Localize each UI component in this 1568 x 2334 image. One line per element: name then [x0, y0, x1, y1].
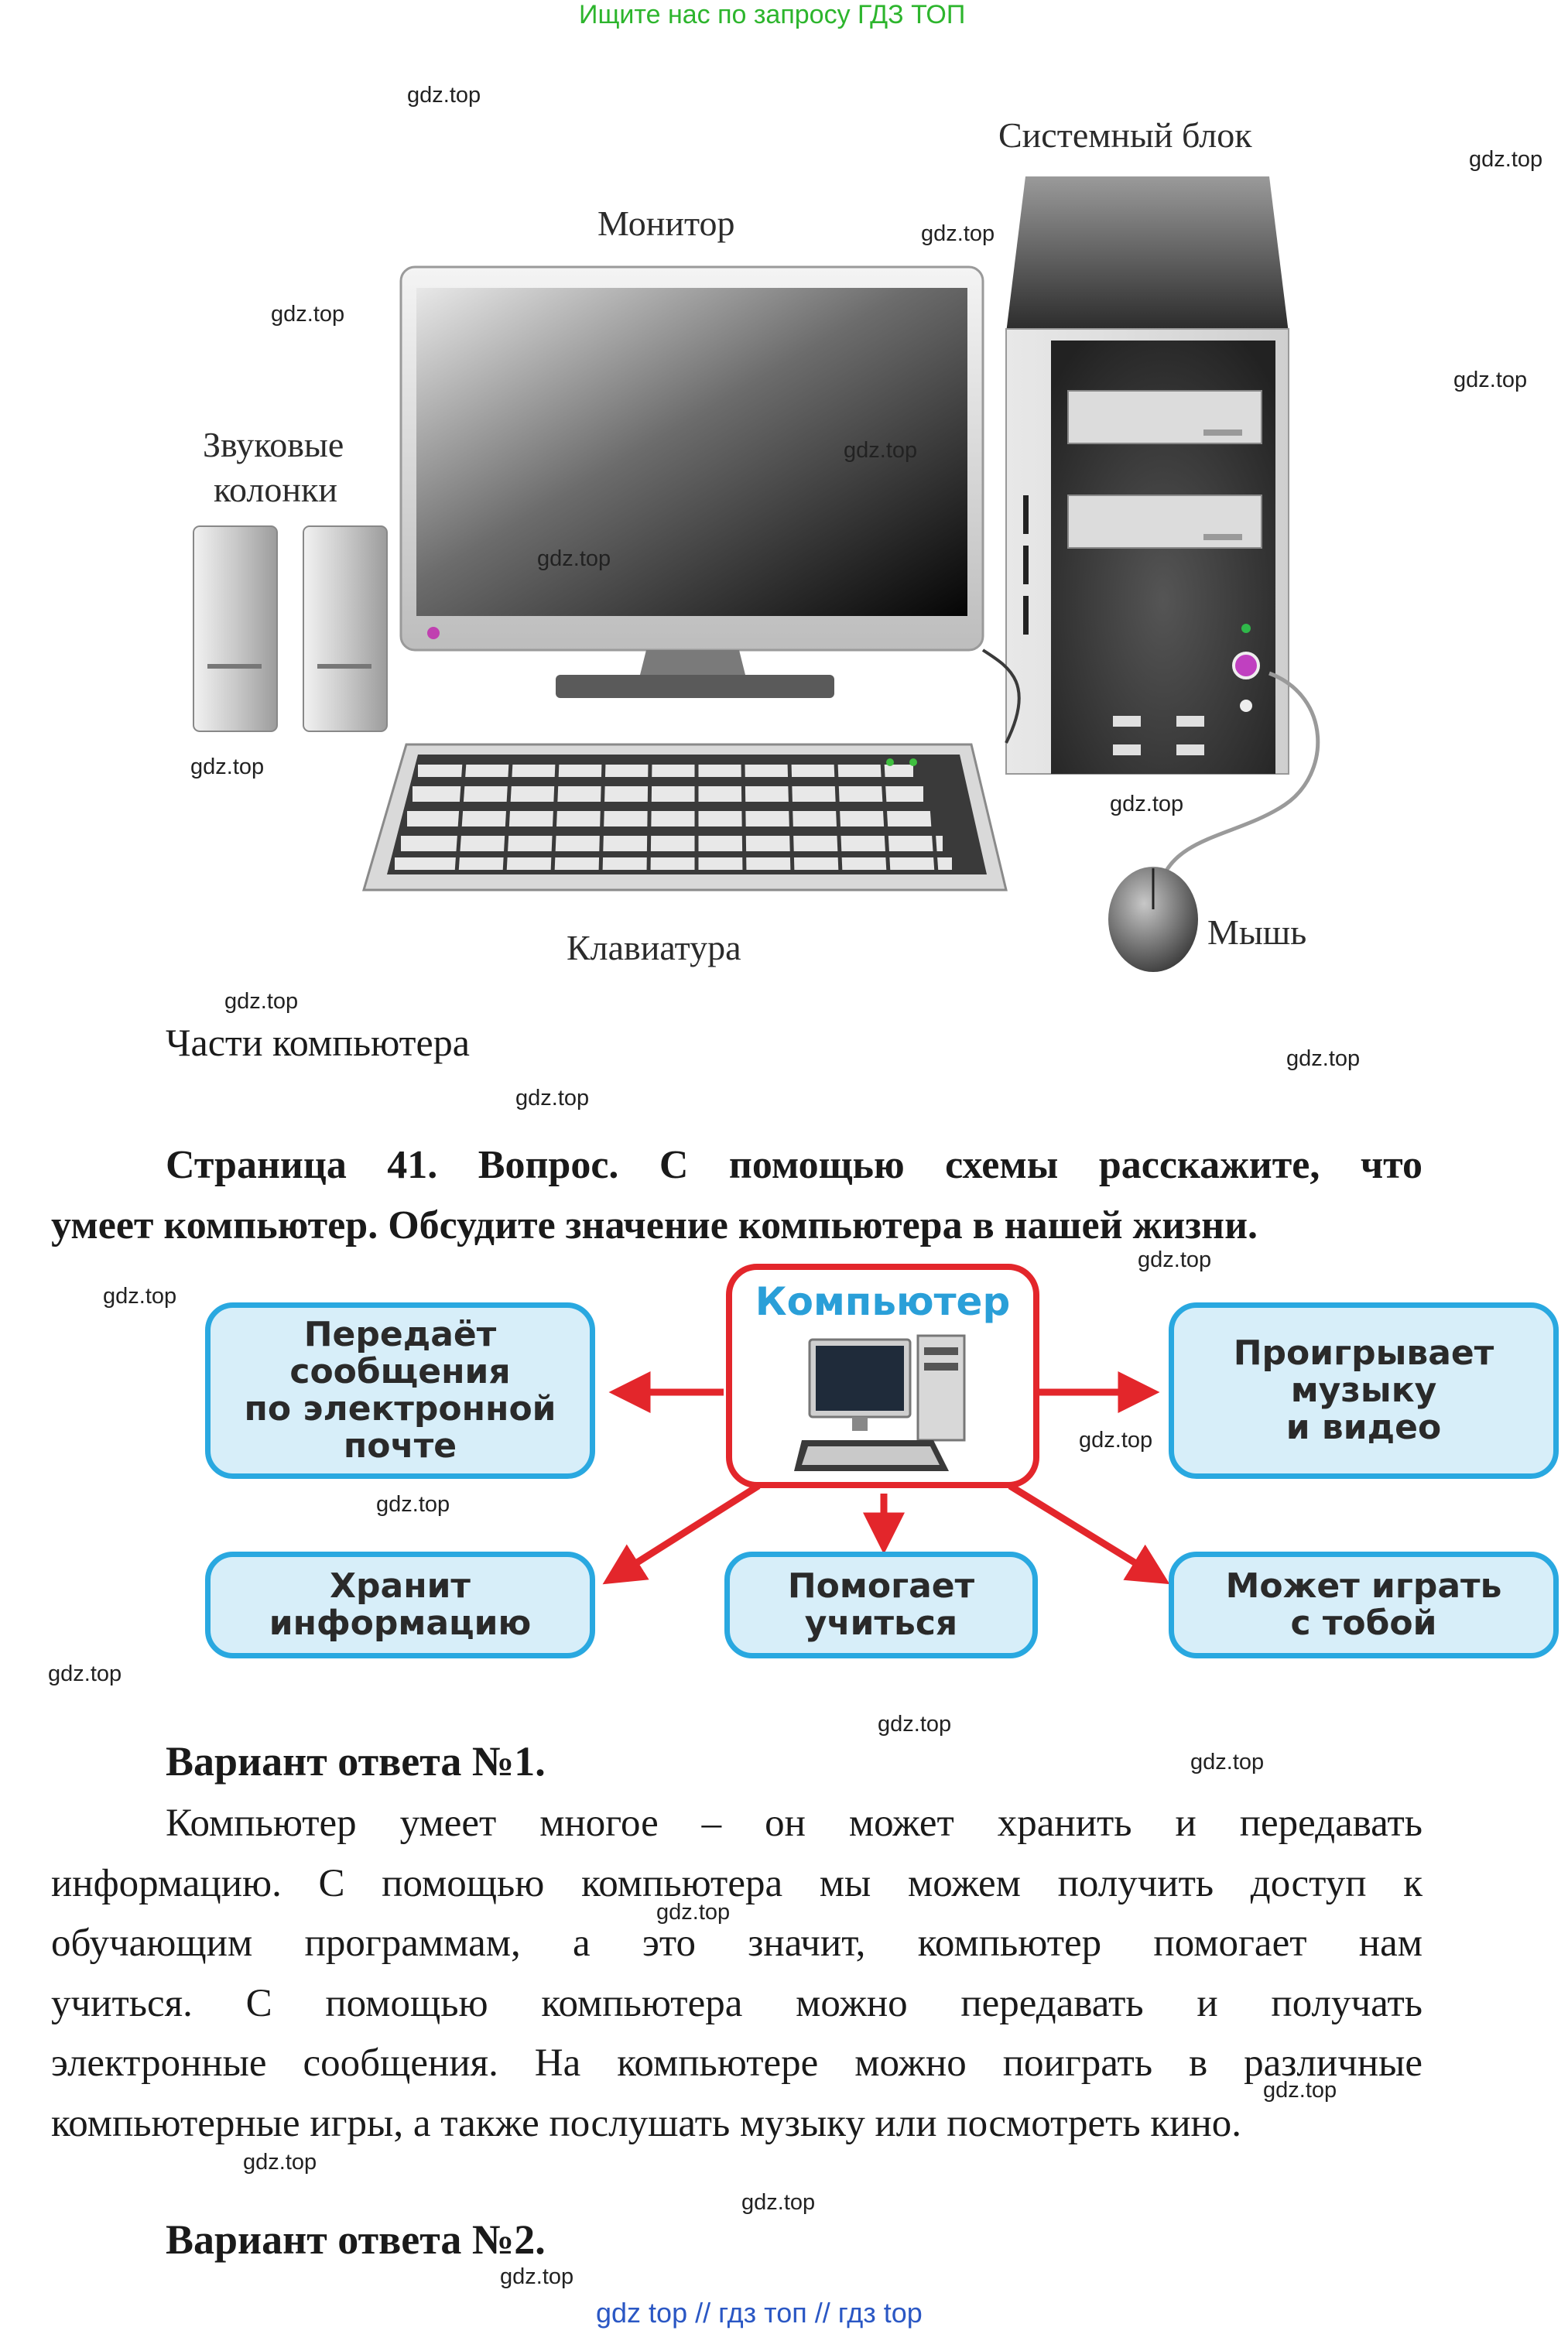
watermark: gdz.top — [190, 755, 265, 779]
bubble-music: Проигрывает музыку и видео — [1169, 1302, 1559, 1479]
answer-1-line-1: Компьютер умеет многое – он может хранит… — [166, 1802, 1422, 1845]
system-unit-image — [1005, 176, 1289, 775]
bubble-music-line-3: и видео — [1286, 1408, 1442, 1447]
figure-caption: Части компьютера — [166, 1021, 470, 1064]
label-system-unit: Системный блок — [998, 115, 1252, 155]
watermark: gdz.top — [271, 302, 345, 327]
watermark: gdz.top — [1138, 1247, 1212, 1272]
answer-1-line-3: обучающим программам, а это значит, комп… — [51, 1922, 1422, 1965]
watermark: gdz.top — [1079, 1428, 1153, 1453]
label-monitor: Монитор — [597, 204, 735, 243]
watermark: gdz.top — [376, 1492, 450, 1517]
watermark: gdz.top — [48, 1662, 122, 1686]
label-mouse: Мышь — [1207, 912, 1307, 952]
scheme-arrows — [602, 1371, 1170, 1585]
bubble-music-line-1: Проигрывает — [1233, 1333, 1494, 1373]
watermark: gdz.top — [1110, 792, 1184, 816]
answer-2-heading: Вариант ответа №2. — [166, 2216, 546, 2263]
question-line-1: Страница 41. Вопрос. С помощью схемы рас… — [166, 1143, 1422, 1187]
watermark: gdz.top — [741, 2190, 816, 2215]
label-keyboard: Клавиатура — [567, 928, 741, 967]
watermark: gdz.top — [921, 221, 995, 246]
watermark: gdz.top — [844, 438, 918, 463]
bubble-learn-line-2: учиться — [804, 1603, 958, 1643]
bubble-music-line-2: музыку — [1290, 1371, 1437, 1410]
watermark: gdz.top — [224, 989, 299, 1014]
watermark: gdz.top — [537, 546, 611, 571]
watermark: gdz.top — [103, 1284, 177, 1309]
answer-1-line-6: компьютерные игры, а также послушать муз… — [51, 2101, 1242, 2145]
bubble-play: Может играть с тобой — [1169, 1552, 1559, 1658]
footer-links[interactable]: gdz top // гдз топ // гдз top — [596, 2297, 923, 2329]
watermark: gdz.top — [1286, 1046, 1361, 1071]
search-hint-link[interactable]: Ищите нас по запросу ГДЗ ТОП — [579, 0, 966, 29]
keyboard-image — [361, 743, 1008, 892]
answer-1-heading: Вариант ответа №1. — [166, 1738, 546, 1785]
label-speakers-line1: Звуковые — [203, 425, 344, 464]
scheme-center-title: Компьютер — [755, 1279, 1011, 1324]
watermark: gdz.top — [500, 2264, 574, 2289]
bubble-email: Передаёт сообщения по электронной почте — [205, 1302, 595, 1479]
answer-1-text: Компьютер умеет многое – он может хранит… — [51, 1794, 1422, 2154]
bubble-email-line-1: Передаёт — [303, 1315, 497, 1354]
bubble-email-line-4: почте — [343, 1426, 457, 1466]
monitor-image — [399, 265, 984, 698]
watermark: gdz.top — [1190, 1750, 1265, 1774]
watermark: gdz.top — [1263, 2078, 1337, 2103]
bubble-play-line-1: Может играть — [1225, 1566, 1502, 1606]
bubble-store-line-2: информацию — [269, 1603, 532, 1643]
computer-parts-illustration — [193, 176, 1320, 972]
bubble-learn: Помогает учиться — [724, 1552, 1038, 1658]
watermark: gdz.top — [1469, 147, 1543, 172]
watermark: gdz.top — [656, 1900, 731, 1925]
watermark: gdz.top — [1453, 368, 1528, 392]
watermark: gdz.top — [515, 1086, 590, 1111]
answer-1-line-5: электронные сообщения. На компьютере мож… — [51, 2041, 1422, 2085]
bubble-play-line-2: с тобой — [1290, 1603, 1437, 1643]
question-line-2: умеет компьютер. Обсудите значение компь… — [51, 1203, 1258, 1247]
speakers-image — [193, 525, 388, 732]
bubble-store-line-1: Хранит — [330, 1566, 471, 1606]
watermark: gdz.top — [243, 2150, 317, 2175]
answer-1-line-4: учиться. С помощью компьютера можно пере… — [51, 1981, 1422, 2025]
question-text: Страница 41. Вопрос. С помощью схемы рас… — [51, 1135, 1422, 1256]
answer-1-line-2: информацию. С помощью компьютера мы може… — [51, 1861, 1422, 1905]
mouse-image — [1108, 867, 1198, 972]
scheme-center-box: Компьютер — [726, 1264, 1039, 1488]
bubble-learn-line-1: Помогает — [787, 1566, 975, 1606]
label-speakers-line2: колонки — [214, 470, 337, 509]
watermark: gdz.top — [407, 83, 481, 108]
bubble-store: Хранит информацию — [205, 1552, 595, 1658]
bubble-email-line-3: по электронной — [244, 1389, 556, 1429]
computer-icon — [794, 1334, 966, 1471]
bubble-email-line-2: сообщения — [289, 1352, 511, 1391]
watermark: gdz.top — [878, 1712, 952, 1737]
